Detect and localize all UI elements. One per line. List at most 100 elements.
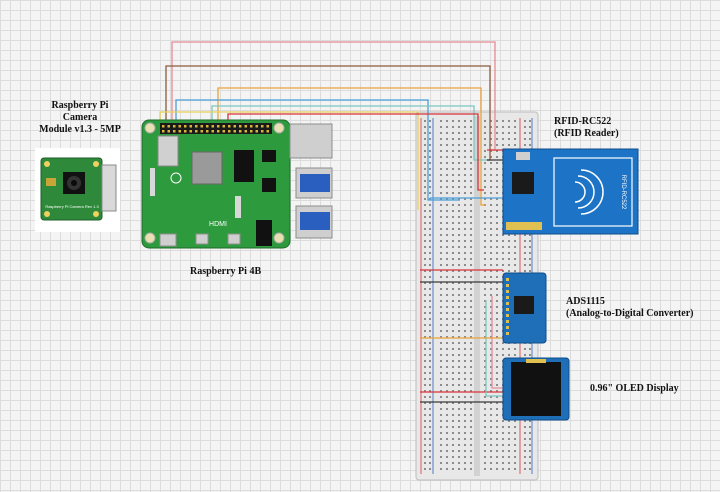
breadboard-hole [496, 162, 498, 164]
breadboard-hole [529, 120, 531, 122]
breadboard-hole [529, 468, 531, 470]
breadboard-hole [470, 234, 472, 236]
breadboard-hole [484, 270, 486, 272]
breadboard-hole [446, 132, 448, 134]
breadboard-hole [529, 444, 531, 446]
breadboard-hole [446, 336, 448, 338]
breadboard-hole [429, 168, 431, 170]
breadboard-hole [458, 318, 460, 320]
breadboard-hole [429, 180, 431, 182]
breadboard-hole [490, 144, 492, 146]
breadboard-hole [424, 192, 426, 194]
breadboard-hole [490, 270, 492, 272]
breadboard-hole [424, 210, 426, 212]
breadboard-hole [452, 240, 454, 242]
breadboard-hole [452, 126, 454, 128]
breadboard-hole [490, 408, 492, 410]
breadboard-hole [529, 450, 531, 452]
breadboard-hole [464, 162, 466, 164]
breadboard-hole [496, 150, 498, 152]
breadboard-hole [452, 450, 454, 452]
breadboard-hole [470, 252, 472, 254]
breadboard-hole [496, 264, 498, 266]
breadboard-hole [508, 246, 510, 248]
breadboard-hole [464, 450, 466, 452]
ads-label-line2: (Analog-to-Digital Converter) [566, 308, 694, 319]
breadboard-hole [429, 300, 431, 302]
breadboard-hole [440, 120, 442, 122]
breadboard-hole [424, 216, 426, 218]
breadboard-hole [446, 252, 448, 254]
breadboard-hole [496, 252, 498, 254]
rfid-module: RFID-RC522 [502, 148, 639, 235]
breadboard-hole [452, 342, 454, 344]
breadboard-hole [514, 252, 516, 254]
breadboard-hole [470, 126, 472, 128]
breadboard-hole [424, 126, 426, 128]
wires [159, 41, 505, 403]
breadboard-hole [470, 336, 472, 338]
gpio-pin [250, 125, 253, 128]
breadboard-hole [429, 336, 431, 338]
gpio-pin [184, 125, 187, 128]
breadboard-hole [484, 294, 486, 296]
breadboard-hole [452, 384, 454, 386]
ads-pins [506, 278, 509, 335]
breadboard-hole [529, 354, 531, 356]
breadboard-hole [514, 432, 516, 434]
breadboard-hole [440, 234, 442, 236]
breadboard-hole [446, 258, 448, 260]
breadboard-hole [502, 126, 504, 128]
gpio-pin [261, 130, 264, 133]
gpio-pin [222, 130, 225, 133]
breadboard-hole [470, 420, 472, 422]
breadboard-hole [508, 348, 510, 350]
breadboard-hole [496, 234, 498, 236]
rfid-antenna [553, 157, 633, 227]
breadboard-hole [524, 456, 526, 458]
gpio-pin [239, 130, 242, 133]
breadboard-hole [429, 432, 431, 434]
breadboard-hole [440, 258, 442, 260]
breadboard-hole [464, 222, 466, 224]
breadboard-hole [502, 438, 504, 440]
gpio-pins [162, 125, 269, 133]
breadboard-hole [446, 456, 448, 458]
breadboard-hole [429, 282, 431, 284]
breadboard-hole [496, 360, 498, 362]
breadboard-hole [446, 408, 448, 410]
breadboard-hole [464, 288, 466, 290]
breadboard-hole [458, 204, 460, 206]
breadboard-hole [458, 132, 460, 134]
breadboard-hole [440, 198, 442, 200]
breadboard-hole [440, 408, 442, 410]
breadboard-hole [429, 198, 431, 200]
breadboard-hole [484, 288, 486, 290]
breadboard-hole [452, 174, 454, 176]
breadboard-hole [490, 120, 492, 122]
breadboard-hole [484, 396, 486, 398]
breadboard-hole [502, 456, 504, 458]
breadboard-hole [458, 438, 460, 440]
micro-hdmi-port-2 [227, 233, 241, 245]
breadboard-hole [440, 360, 442, 362]
breadboard-hole [524, 234, 526, 236]
breadboard-hole [429, 342, 431, 344]
breadboard-hole [490, 450, 492, 452]
breadboard-hole [514, 126, 516, 128]
breadboard-hole [446, 438, 448, 440]
breadboard-hole [496, 408, 498, 410]
breadboard-hole [508, 426, 510, 428]
camera-ribbon-connector [101, 164, 117, 212]
breadboard-hole [458, 222, 460, 224]
breadboard-hole [496, 468, 498, 470]
breadboard-hole [524, 348, 526, 350]
camera-label-line1: Raspberry Pi [51, 100, 109, 111]
camera-label: Raspberry Pi Camera Module v1.3 - 5MP [30, 100, 130, 136]
breadboard-hole [440, 384, 442, 386]
breadboard-hole [446, 300, 448, 302]
breadboard-hole [496, 126, 498, 128]
breadboard-hole [424, 228, 426, 230]
breadboard-hole [446, 354, 448, 356]
breadboard-hole [508, 468, 510, 470]
